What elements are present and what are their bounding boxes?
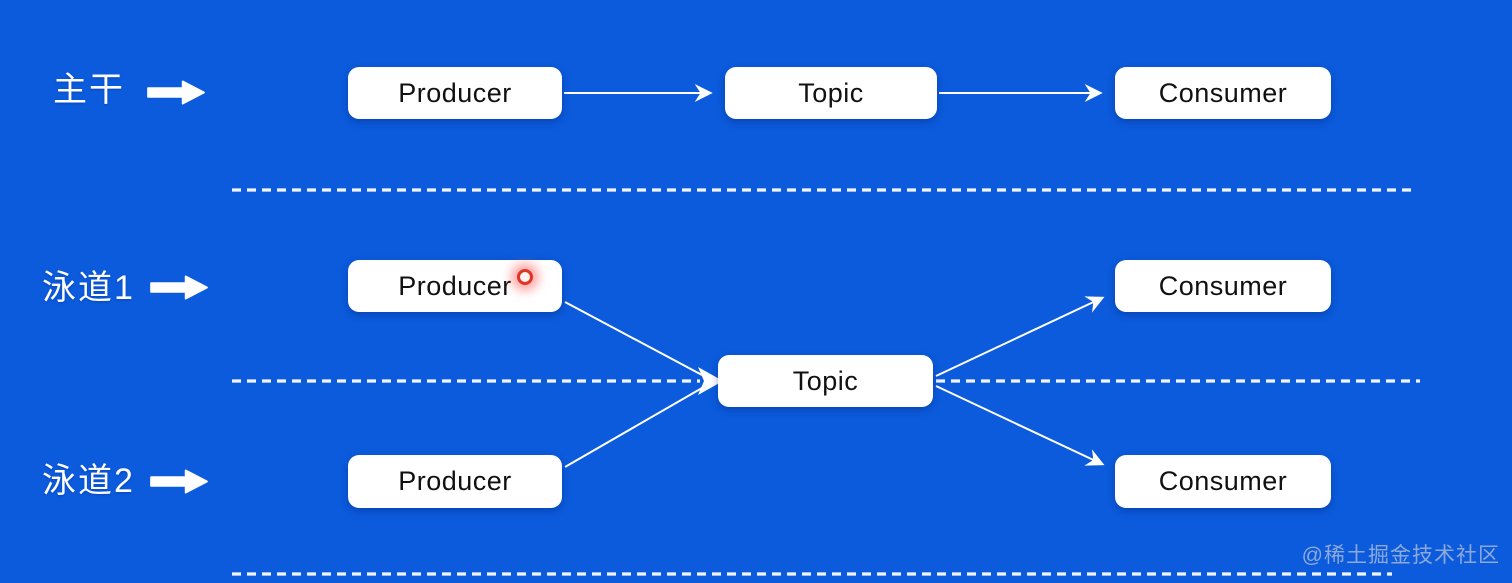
node-consumer-lane1: Consumer: [1115, 260, 1331, 312]
edge-topic-lane2-consumer: [935, 385, 1105, 466]
arrow-right-icon: [150, 275, 208, 300]
node-producer-lane2: Producer: [348, 455, 562, 508]
node-topic-center: Topic: [718, 355, 933, 407]
node-producer-main: Producer: [348, 67, 562, 119]
edge-lane1-producer-topic: [564, 301, 703, 376]
arrow-right-icon: [147, 80, 205, 105]
node-consumer-lane2: Consumer: [1115, 455, 1331, 508]
edge-lane2-producer-topic: [564, 387, 703, 468]
arrow-right-icon: [150, 469, 208, 494]
topic-in-arrowhead: [698, 367, 723, 395]
lane-label-lane2: 泳道2: [42, 462, 135, 500]
node-topic-main: Topic: [725, 67, 937, 119]
watermark: @稀土掘金技术社区: [1301, 544, 1500, 567]
lane-label-lane1: 泳道1: [42, 269, 135, 307]
node-consumer-main: Consumer: [1115, 67, 1331, 119]
laser-pointer-dot: [517, 269, 533, 285]
edge-topic-lane1-consumer: [935, 296, 1105, 377]
lane-label-main: 主干: [53, 71, 125, 109]
node-producer-lane1: Producer: [348, 260, 562, 312]
